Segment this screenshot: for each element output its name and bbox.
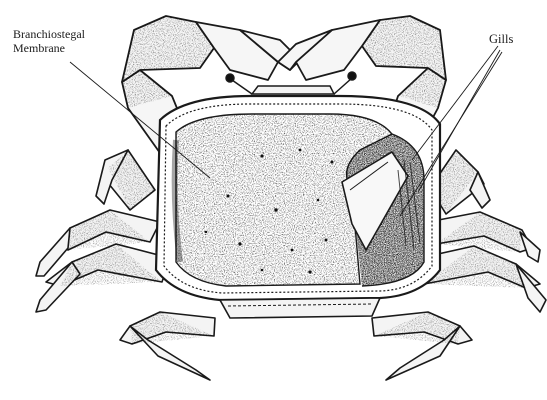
branchiostegal-membrane-label: Branchiostegal Membrane: [13, 27, 85, 55]
branchiostegal-label-line1: Branchiostegal: [13, 27, 85, 41]
carapace: [156, 96, 440, 318]
eyes: [226, 72, 356, 94]
gills-label: Gills: [489, 32, 513, 46]
branchiostegal-label-line2: Membrane: [13, 41, 85, 55]
